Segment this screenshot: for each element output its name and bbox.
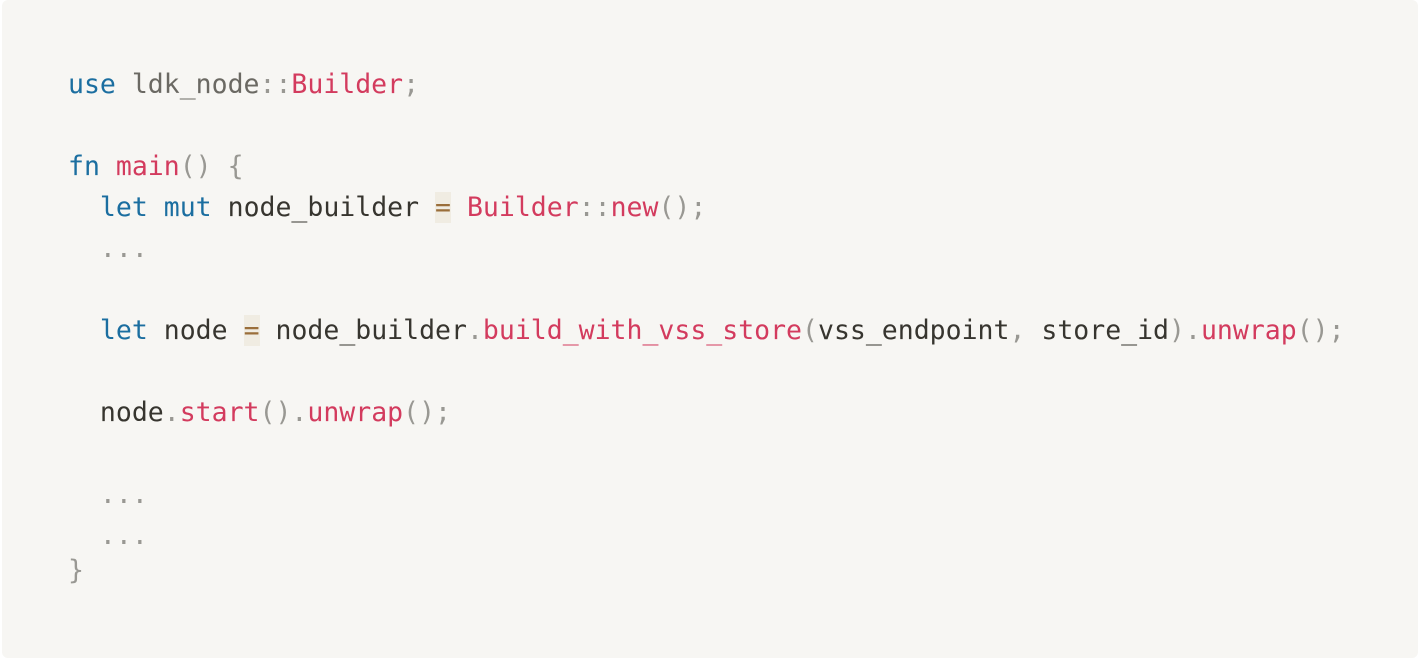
dot: . <box>466 315 483 346</box>
variable-node-builder: node_builder <box>227 192 420 223</box>
operator-assign: = <box>243 315 260 346</box>
dot: . <box>1184 315 1201 346</box>
ellipsis: ... <box>99 233 148 264</box>
parens: () <box>259 397 292 428</box>
arg-store-id: store_id <box>1041 315 1170 346</box>
receiver-node: node <box>99 397 164 428</box>
parens: () <box>658 192 691 223</box>
dot: . <box>291 397 308 428</box>
code-line-start: node.start().unwrap(); <box>68 392 1418 433</box>
arg-vss-endpoint: vss_endpoint <box>817 315 1010 346</box>
method-unwrap: unwrap <box>307 397 404 428</box>
code-line-ellipsis: ... <box>68 474 1418 515</box>
path-separator: :: <box>259 69 292 100</box>
blank-line <box>68 105 1418 146</box>
paren-open: ( <box>802 315 818 346</box>
code-line-close: } <box>68 550 1418 591</box>
crate-name: ldk_node <box>131 69 260 100</box>
parens: () <box>403 397 436 428</box>
ellipsis: ... <box>99 479 148 510</box>
code-line-import: use ldk_node::Builder; <box>68 64 1418 105</box>
keyword-fn: fn <box>68 151 100 182</box>
semicolon: ; <box>690 192 707 223</box>
ellipsis: ... <box>99 520 148 551</box>
type-builder: Builder <box>291 69 404 100</box>
code-line-ellipsis: ... <box>68 228 1418 269</box>
function-name: main <box>115 151 180 182</box>
parens: () <box>1296 315 1329 346</box>
semicolon: ; <box>403 69 420 100</box>
blank-line <box>68 433 1418 474</box>
keyword-let: let <box>99 315 148 346</box>
blank-line <box>68 269 1418 310</box>
keyword-mut: mut <box>163 192 212 223</box>
keyword-let: let <box>99 192 148 223</box>
type-builder: Builder <box>466 192 579 223</box>
semicolon: ; <box>435 397 452 428</box>
comma: , <box>1009 315 1026 346</box>
method-new: new <box>610 192 659 223</box>
method-start: start <box>179 397 260 428</box>
code-line-builder: let mut node_builder = Builder::new(); <box>68 187 1418 228</box>
paren-close: ) <box>1169 315 1185 346</box>
keyword-use: use <box>68 69 116 100</box>
brace-close: } <box>68 555 84 586</box>
semicolon: ; <box>1328 315 1345 346</box>
receiver-node-builder: node_builder <box>275 315 467 346</box>
operator-assign: = <box>435 192 451 223</box>
path-separator: :: <box>578 192 611 223</box>
blank-line <box>68 351 1418 392</box>
brace-open: { <box>227 151 244 182</box>
parens: () <box>179 151 212 182</box>
code-line-build-node: let node = node_builder.build_with_vss_s… <box>68 310 1418 351</box>
variable-node: node <box>163 315 228 346</box>
code-line-fn-main: fn main() { <box>68 146 1418 187</box>
code-line-ellipsis: ... <box>68 515 1418 556</box>
method-build-with-vss-store: build_with_vss_store <box>482 315 803 346</box>
method-unwrap: unwrap <box>1200 315 1297 346</box>
dot: . <box>163 397 180 428</box>
